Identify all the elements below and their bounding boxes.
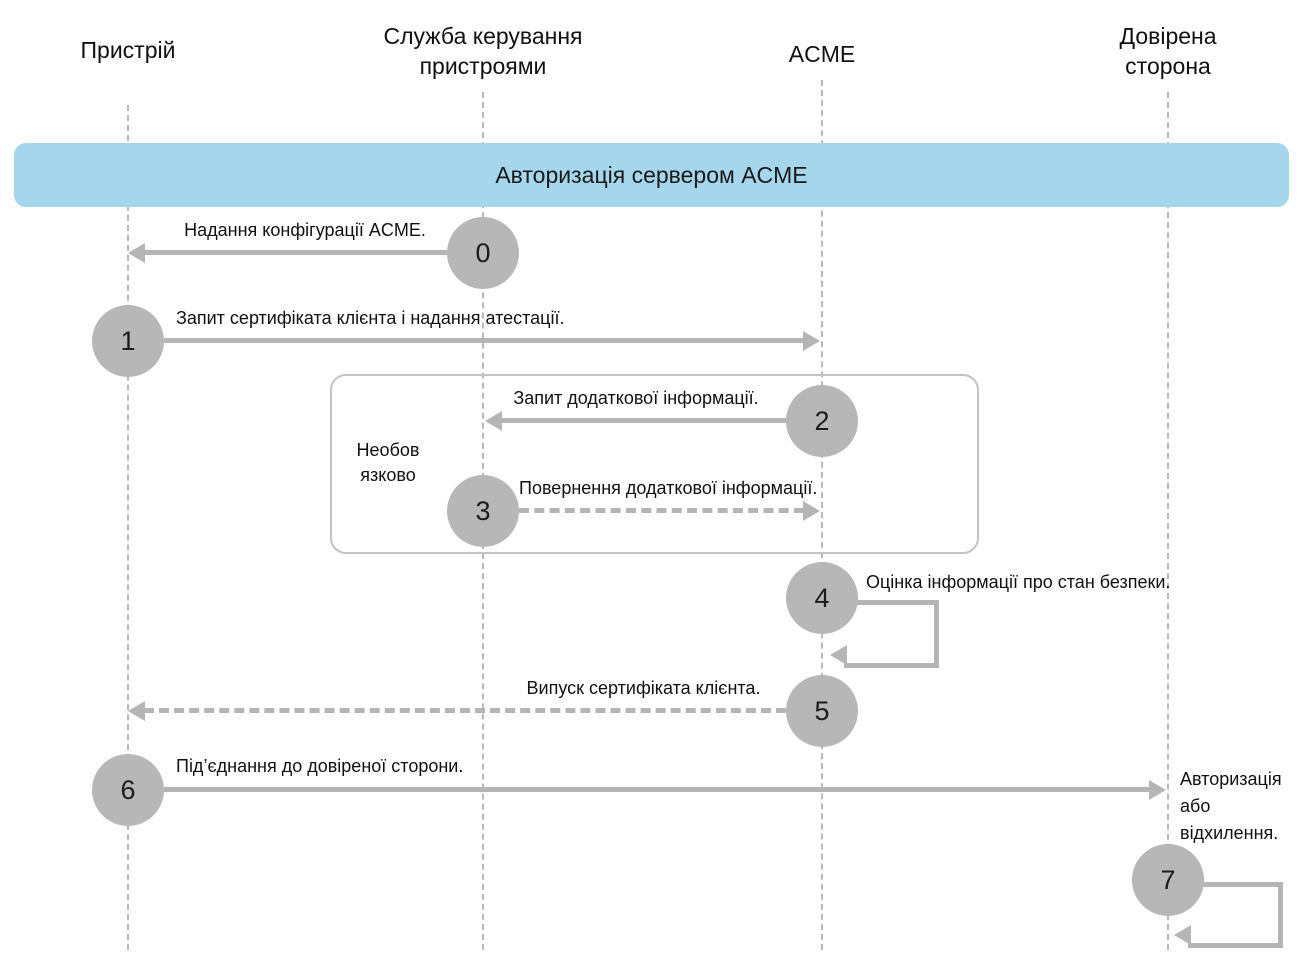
lifeline-acme [821,80,823,950]
step-number: 7 [1160,864,1176,895]
lane-header-acme: ACME [788,41,856,67]
outcome-label: Авторизація або відхилення. [1180,769,1282,843]
banner-label: Авторизація сервером ACME [495,161,808,188]
step-circle-3: 3 [447,475,519,547]
step-circle-7: 7 [1132,844,1204,916]
message-label-3: Повернення додаткової інформації. [519,478,818,498]
step-circle-5: 5 [786,675,858,747]
message-label-5: Випуск сертифіката клієнта. [526,678,761,698]
lane-header-device-management: Служба керування пристроями [383,23,583,79]
optional-group-box [330,374,979,554]
lifeline-relying-party [1167,92,1169,950]
self-loop-arrow-7 [1188,882,1283,948]
message-label-2: Запит додаткової інформації. [513,388,759,408]
self-loop-arrow-4 [844,600,939,668]
step-number: 4 [814,582,830,613]
lane-header-relying-party: Довірена сторона [1119,23,1217,79]
message-label-1: Запит сертифіката клієнта і надання атес… [176,308,565,328]
message-label-6: Під’єднання до довіреної сторони. [176,756,464,776]
lane-header-device: Пристрій [80,37,176,63]
message-label-0: Надання конфігурації ACME. [184,220,426,240]
step-number: 6 [120,774,136,805]
message-arrow-1 [164,338,804,343]
message-label-4: Оцінка інформації про стан безпеки. [866,572,1171,592]
banner-acme-authorization: Авторизація сервером ACME [14,143,1289,207]
arrowhead-right-icon [803,501,820,521]
message-arrow-6 [164,787,1150,792]
arrowhead-left-icon [128,243,145,263]
lifeline-device [127,105,129,950]
step-circle-4: 4 [786,562,858,634]
step-number: 3 [475,495,491,526]
arrowhead-right-icon [803,331,820,351]
arrowhead-left-icon [1174,925,1191,945]
arrowhead-left-icon [128,701,145,721]
arrowhead-right-icon [1149,780,1166,800]
step-circle-1: 1 [92,305,164,377]
message-arrow-2 [501,418,786,423]
message-arrow-0 [144,250,447,255]
message-arrow-3 [519,508,804,513]
step-number: 1 [120,325,136,356]
step-circle-2: 2 [786,385,858,457]
step-number: 0 [475,237,491,268]
message-arrow-5 [144,708,786,713]
step-circle-6: 6 [92,754,164,826]
step-number: 2 [814,405,830,436]
step-circle-0: 0 [447,217,519,289]
optional-group-label: Необов язково [356,440,420,486]
arrowhead-left-icon [485,411,502,431]
step-number: 5 [814,695,830,726]
arrowhead-left-icon [830,645,847,665]
